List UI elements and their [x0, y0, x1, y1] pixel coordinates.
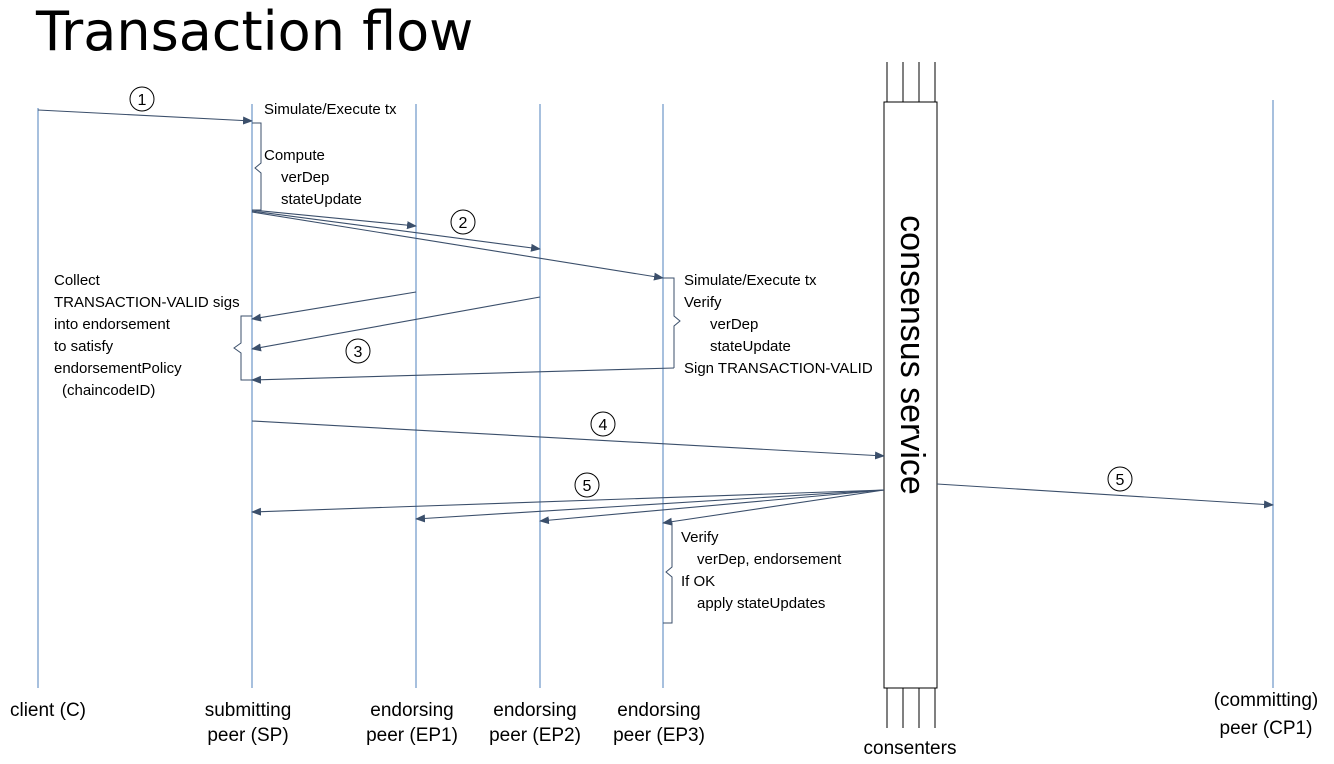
note-verify-if-ok: If OK — [681, 573, 715, 590]
note-endorse-verdep: verDep — [710, 316, 758, 333]
actor-ep3-line1: endorsing — [617, 700, 700, 721]
note-collect-endorsement: into endorsement — [54, 316, 171, 333]
step-marker-2: 2 — [450, 209, 476, 235]
note-compute: Compute — [264, 147, 325, 164]
message-step-1 — [37, 109, 253, 125]
note-sp-simulate: Simulate/Execute tx — [264, 101, 397, 118]
actor-ep2-line1: endorsing — [493, 700, 576, 721]
note-collect-policy: endorsementPolicy — [54, 360, 182, 377]
actor-ep1-line1: endorsing — [370, 700, 453, 721]
message-step-3-ep1 — [251, 291, 417, 322]
note-endorse-verify: Verify — [684, 294, 722, 311]
svg-text:2: 2 — [459, 215, 468, 232]
note-endorse-sign: Sign TRANSACTION-VALID — [684, 360, 873, 377]
actor-submitting-peer-line1: submitting — [205, 700, 292, 721]
note-endorse-stateupdate: stateUpdate — [710, 338, 791, 355]
note-verify-verdep: verDep, endorsement — [697, 551, 842, 568]
consensus-service-label: consensus service — [893, 215, 931, 495]
message-step-5-ep3 — [662, 489, 885, 526]
message-step-3-ep3 — [251, 367, 675, 384]
brace-sp-compute — [252, 122, 262, 211]
note-compute-stateupdate: stateUpdate — [281, 191, 362, 208]
svg-text:4: 4 — [599, 417, 608, 434]
consenters-label: consenters — [864, 738, 957, 759]
actor-ep1-line2: peer (EP1) — [366, 725, 458, 746]
actor-client-label: client (C) — [10, 700, 86, 721]
brace-ep3-endorse — [663, 277, 681, 368]
message-step-5-ep2 — [539, 489, 885, 525]
actor-ep2-line2: peer (EP2) — [489, 725, 581, 746]
brace-sp-collect — [233, 315, 252, 381]
actor-ep3-line2: peer (EP3) — [613, 725, 705, 746]
svg-text:5: 5 — [583, 478, 592, 495]
svg-text:5: 5 — [1116, 472, 1125, 489]
note-collect-chaincodeid: (chaincodeID) — [62, 382, 155, 399]
message-step-5-cp1 — [936, 483, 1274, 509]
step-marker-4: 4 — [590, 411, 616, 437]
note-compute-verdep: verDep — [281, 169, 329, 186]
message-step-3-ep2 — [251, 296, 541, 352]
actor-committing-peer-line1: (committing) — [1214, 690, 1319, 711]
note-collect-satisfy: to satisfy — [54, 338, 114, 355]
actor-submitting-peer-line2: peer (SP) — [207, 725, 288, 746]
consensus-service-box — [883, 101, 938, 689]
message-step-4 — [251, 420, 885, 460]
message-step-2-ep3 — [251, 211, 664, 281]
consensus-service: consensus service — [883, 62, 938, 728]
brace-ep3-verify — [663, 522, 673, 624]
step-marker-5-left: 5 — [574, 472, 600, 498]
message-step-2-ep1 — [251, 209, 417, 230]
note-endorse-simulate: Simulate/Execute tx — [684, 272, 817, 289]
note-collect: Collect — [54, 272, 101, 289]
diagram-title: Transaction flow — [35, 0, 473, 63]
note-verify: Verify — [681, 529, 719, 546]
step-marker-1: 1 — [129, 86, 155, 112]
note-verify-apply: apply stateUpdates — [697, 595, 825, 612]
message-step-5-sp — [251, 489, 885, 516]
svg-text:3: 3 — [354, 344, 363, 361]
actor-committing-peer-line2: peer (CP1) — [1220, 718, 1313, 739]
message-step-5-ep1 — [415, 489, 885, 523]
message-step-2-ep2 — [251, 210, 541, 252]
note-collect-sigs: TRANSACTION-VALID sigs — [54, 294, 240, 311]
svg-text:1: 1 — [138, 92, 147, 109]
step-marker-3: 3 — [345, 338, 371, 364]
step-marker-5-right: 5 — [1107, 466, 1133, 492]
